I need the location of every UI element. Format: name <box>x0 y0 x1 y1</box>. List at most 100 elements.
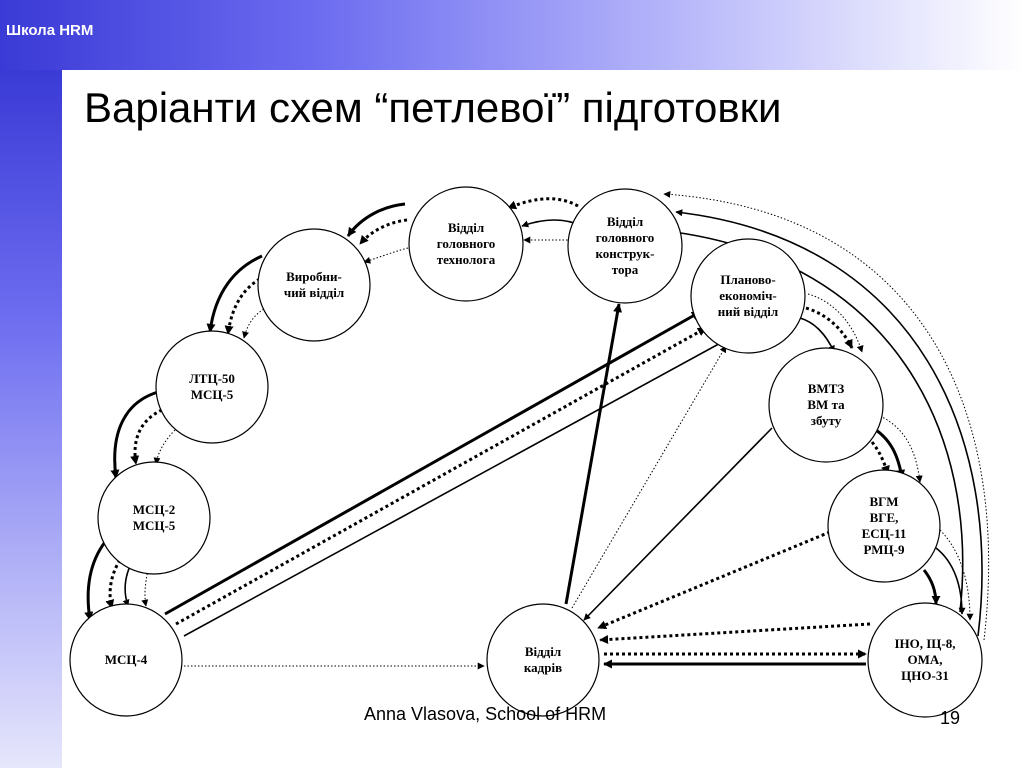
edge-curve <box>663 190 990 641</box>
node-circle <box>827 469 941 583</box>
node-label-line: МСЦ-4 <box>105 652 148 667</box>
edge-curve <box>130 408 163 465</box>
edge-curve <box>110 390 159 479</box>
diagram-edges <box>84 190 990 670</box>
page-number: 19 <box>940 708 961 728</box>
edge-curve <box>879 415 923 483</box>
edge-curve <box>507 197 579 210</box>
edge-line <box>599 622 871 645</box>
footer-author: Anna Vlasova, School of HRM <box>364 704 607 724</box>
edge-curve <box>122 565 131 607</box>
node-label: ІНО, ІЦ-8,ОМА,ЦНО-31 <box>894 636 955 683</box>
node-label-line: Відділ <box>607 214 643 229</box>
edge-line <box>571 345 727 609</box>
node-circle <box>97 461 211 575</box>
node-label-line: збуту <box>811 413 842 428</box>
node-label-line: Відділ <box>448 220 484 235</box>
node-label-line: технолога <box>437 252 496 267</box>
edge-line <box>183 339 727 637</box>
node-circle <box>69 603 183 717</box>
node-label-line: ний відділ <box>718 304 778 319</box>
node-label-line: конструк- <box>595 246 654 261</box>
edge-line <box>175 326 707 626</box>
node-label-line: МСЦ-5 <box>191 387 234 402</box>
side-band <box>0 70 62 768</box>
node-circle <box>768 347 884 463</box>
node-label-line: ОМА, <box>907 652 942 667</box>
node-label-line: ВМ та <box>807 397 845 412</box>
node-label-line: Виробни- <box>286 269 342 284</box>
node-label-line: головного <box>437 236 495 251</box>
slide-title: Варіанти схем “петлевої” підготовки <box>84 84 782 131</box>
edge-curve <box>799 317 835 353</box>
edge-curve <box>922 569 941 605</box>
node-label-line: Відділ <box>525 644 561 659</box>
node-n4: Планово-економіч-ний відділ <box>690 238 806 354</box>
node-label-line: ВМТЗ <box>808 381 845 396</box>
node-label-line: тора <box>612 262 639 277</box>
node-n11: ІНО, ІЦ-8,ОМА,ЦНО-31 <box>867 602 983 718</box>
edge-curve <box>805 306 854 349</box>
node-circle <box>155 330 269 444</box>
node-label-line: Планово- <box>720 272 775 287</box>
edge-curve <box>105 559 122 609</box>
edge-curve <box>870 441 890 475</box>
node-label-line: головного <box>596 230 654 245</box>
edge-line <box>164 310 701 616</box>
node-label-line: РМЦ-9 <box>864 542 905 557</box>
edge-curve <box>807 293 864 353</box>
node-label: МСЦ-4 <box>105 652 148 667</box>
node-label: Планово-економіч-ний відділ <box>718 272 778 319</box>
node-n9: МСЦ-4 <box>69 603 183 717</box>
edge-curve <box>346 202 406 237</box>
edge-curve <box>358 218 408 245</box>
node-label: Виробни-чий відділ <box>284 269 344 300</box>
node-label-line: ЕСЦ-11 <box>862 526 907 541</box>
node-label-line: ІНО, ІЦ-8, <box>894 636 955 651</box>
node-n3: Виробни-чий відділ <box>257 228 371 342</box>
edge-curve <box>141 569 149 607</box>
node-label-line: кадрів <box>524 660 562 675</box>
node-circle <box>867 602 983 718</box>
node-circle <box>408 186 524 302</box>
node-label-line: ВГМ <box>869 494 898 509</box>
header-band <box>0 0 1024 70</box>
edge-curve <box>84 541 107 621</box>
node-circle <box>257 228 371 342</box>
node-circle <box>690 238 806 354</box>
edge-line <box>597 530 831 630</box>
edge-line <box>583 427 773 621</box>
edge-curve <box>363 247 409 264</box>
edge-curve <box>675 209 983 637</box>
edge-curve <box>153 429 176 465</box>
node-label-line: ВГЕ, <box>870 510 899 525</box>
edge-line <box>564 303 623 605</box>
node-label-line: МСЦ-2 <box>133 502 176 517</box>
node-label-line: чий відділ <box>284 285 344 300</box>
node-circle <box>486 603 600 717</box>
node-label-line: ЦНО-31 <box>901 668 949 683</box>
node-label-line: економіч- <box>719 288 776 303</box>
node-label-line: ЛТЦ-50 <box>189 371 235 386</box>
edge-curve <box>935 547 966 615</box>
node-label-line: МСЦ-5 <box>133 518 176 533</box>
node-circle <box>567 188 683 304</box>
brand-label: Школа HRM <box>6 22 94 39</box>
edge-curve <box>206 254 263 333</box>
